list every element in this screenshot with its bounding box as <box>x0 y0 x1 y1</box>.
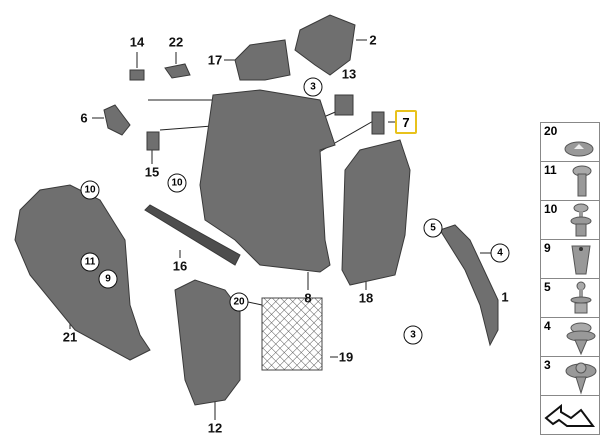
legend-item-11: 11 <box>541 162 599 201</box>
part-14-clip <box>129 69 145 81</box>
label-15: 15 <box>144 164 160 180</box>
label-10-circled: 10 <box>167 173 187 193</box>
legend-number: 20 <box>544 124 558 138</box>
push-rivet-icon <box>570 203 592 237</box>
label-4-circled: 4 <box>490 243 510 263</box>
washer-clip-icon <box>564 141 594 157</box>
legend-item-10: 10 <box>541 201 599 240</box>
part-12-trim <box>174 279 241 406</box>
label-13: 13 <box>341 66 357 82</box>
label-5-circled: 5 <box>423 218 443 238</box>
legend-item-5: 5 <box>541 279 599 318</box>
label-3-circled: 3 <box>303 77 323 97</box>
label-7-highlighted: 7 <box>395 110 417 134</box>
expanding-rivet-icon <box>570 281 592 314</box>
part-6-cover <box>103 104 131 136</box>
legend-item-3: 3 <box>541 357 599 396</box>
part-17-cover <box>234 39 291 81</box>
part-18-trim <box>341 139 411 286</box>
label-10-circled: 10 <box>80 180 100 200</box>
trim-clip-icon <box>566 322 596 356</box>
legend-number: 4 <box>544 319 551 333</box>
legend-item-9: 9 <box>541 240 599 279</box>
label-2: 2 <box>369 32 377 48</box>
part-15-cover <box>146 131 160 151</box>
label-16: 16 <box>172 258 188 274</box>
direction-arrow-icon <box>544 403 595 427</box>
label-19: 19 <box>338 349 354 365</box>
part-8-trim-panel <box>199 89 336 273</box>
label-18: 18 <box>358 290 374 306</box>
part-13-trim <box>334 94 354 116</box>
label-21: 21 <box>62 329 78 345</box>
legend-number: 9 <box>544 241 551 255</box>
label-14: 14 <box>129 34 145 50</box>
part-1-pillar <box>439 224 499 347</box>
label-11-circled: 11 <box>80 252 100 272</box>
part-22-clip <box>164 63 191 79</box>
parts <box>14 14 499 406</box>
legend-item-4: 4 <box>541 318 599 357</box>
part-21-trim <box>14 184 151 361</box>
legend-item-20: 20 <box>541 123 599 162</box>
label-6: 6 <box>80 110 88 126</box>
legend-number: 11 <box>544 163 557 177</box>
expanding-clip-icon <box>565 362 597 395</box>
part-16-strip <box>144 204 241 266</box>
label-12: 12 <box>207 420 223 436</box>
screw-icon <box>572 165 592 197</box>
part-2-bracket <box>294 14 356 76</box>
fastener-legend: 20 11 10 9 5 4 3 <box>540 122 600 435</box>
label-17: 17 <box>207 52 223 68</box>
label-22: 22 <box>168 34 184 50</box>
legend-direction <box>541 396 599 434</box>
expanding-nut-icon <box>571 245 591 275</box>
label-3-circled: 3 <box>403 325 423 345</box>
legend-number: 10 <box>544 202 558 216</box>
label-8: 8 <box>304 290 312 306</box>
label-20-circled: 20 <box>229 292 249 312</box>
legend-number: 5 <box>544 280 551 294</box>
part-7-cover <box>371 111 385 135</box>
label-1: 1 <box>501 289 509 305</box>
part-19-net <box>261 297 323 371</box>
legend-number: 3 <box>544 358 551 372</box>
label-9-circled: 9 <box>98 269 118 289</box>
